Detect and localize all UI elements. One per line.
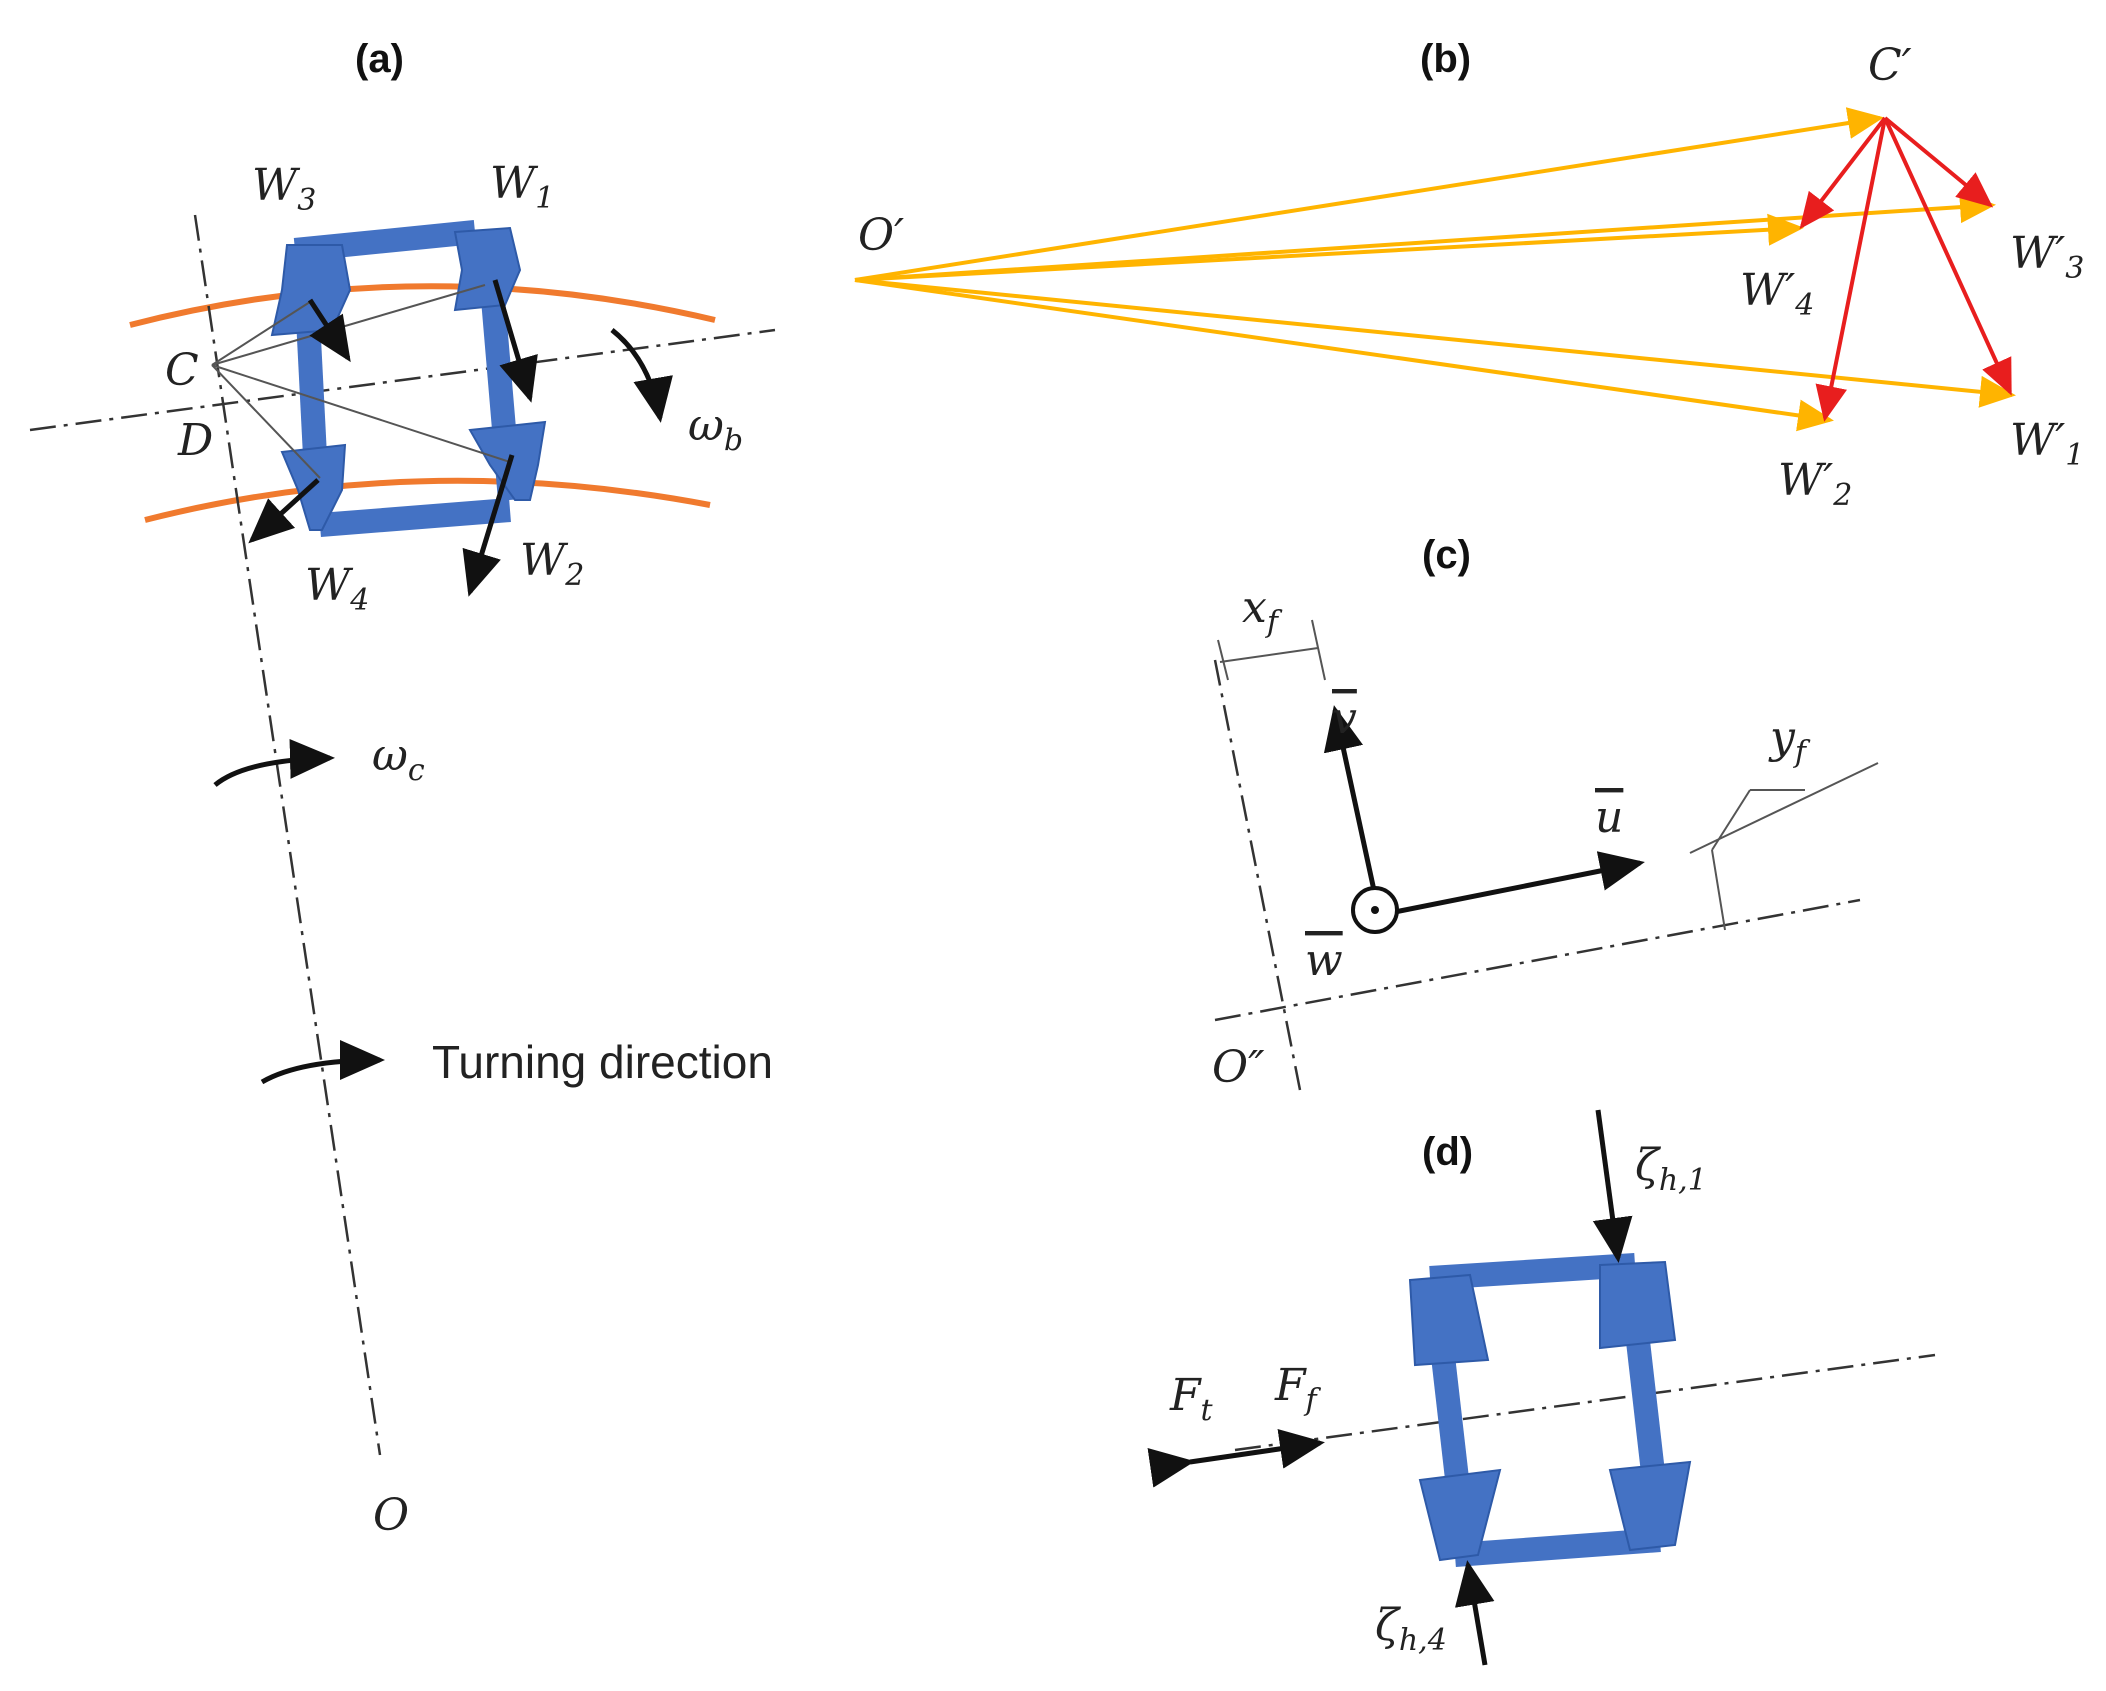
- gold-vector-w2: [854, 278, 1834, 432]
- label-ff: Ff: [1274, 1360, 1322, 1418]
- turning-direction-arrow: [260, 1040, 385, 1085]
- bogie-frame-d: [1408, 1253, 1692, 1567]
- velocity-arrow-w3: [307, 298, 351, 363]
- red-vector-w1: [1883, 117, 2012, 396]
- label-ft: Ft: [1169, 1370, 1214, 1428]
- label-w: w: [1305, 935, 1343, 986]
- panel-d: (d) ζh,1 ζh,4 Ft Ff: [1147, 1109, 1936, 1666]
- bogie-axis-d: [1234, 1353, 1936, 1452]
- zeta-h4-arrow: [1454, 1560, 1495, 1666]
- xf-extension-right: [1311, 619, 1326, 681]
- label-w3-prime: W′3: [2010, 228, 2084, 286]
- xf-extension-left: [1217, 639, 1229, 681]
- label-omega-b: ωb: [688, 400, 743, 458]
- ft-ff-arrow: [1147, 1428, 1325, 1488]
- yf-dimension-line: [1711, 849, 1726, 931]
- radial-axis-line: [193, 214, 382, 1456]
- label-u: u: [1595, 792, 1623, 843]
- red-vector-w2: [1815, 117, 1887, 422]
- wheel-d-rear-left: [1418, 1468, 1502, 1562]
- outer-rail: [129, 283, 716, 328]
- label-v: v: [1332, 693, 1357, 744]
- label-w4-prime: W′4: [1740, 265, 1814, 323]
- omega-c-arrow: [213, 738, 335, 787]
- label-w3: W3: [252, 160, 316, 218]
- red-vector-w3: [1883, 116, 1994, 208]
- label-omega-c: ωc: [372, 730, 425, 788]
- label-w4: W4: [305, 560, 369, 618]
- xf-dimension-line: [1219, 647, 1319, 663]
- v-axis-arrow: [1323, 705, 1378, 896]
- contact-rays: [211, 284, 511, 479]
- label-c-prime: C′: [1868, 40, 1912, 91]
- turning-direction-label: Turning direction: [432, 1036, 773, 1088]
- inner-rail: [144, 477, 711, 523]
- label-zeta-h4: ζh,4: [1375, 1600, 1447, 1658]
- velocity-arrow-w4: [248, 478, 320, 544]
- gold-vector-w1: [854, 278, 2016, 408]
- frame-vertical-axis: [1213, 659, 1302, 1091]
- w-axis-dot: [1371, 906, 1379, 914]
- label-w1: W1: [490, 158, 554, 216]
- panel-d-label: (d): [1422, 1130, 1473, 1174]
- omega-b-arrow: [610, 328, 673, 423]
- panel-b: (b) O′ C′ W′4 W′3 W′2 W′1: [854, 37, 2084, 513]
- wheel-d-front-left: [1408, 1273, 1490, 1367]
- label-point-c: C: [165, 345, 199, 396]
- wheel-w4: [280, 443, 347, 531]
- label-zeta-h1: ζh,1: [1635, 1140, 1707, 1198]
- label-w1-prime: W′1: [2010, 415, 2084, 473]
- u-axis-arrow: [1394, 851, 1645, 915]
- yf-extension-top: [1689, 762, 1879, 854]
- velocity-arrow-w2: [462, 454, 515, 597]
- velocity-arrow-w1: [492, 279, 538, 403]
- label-point-o: O: [373, 1490, 409, 1541]
- yf-leader: [1711, 789, 1751, 851]
- gold-vector-w3: [854, 191, 1996, 282]
- wheel-w1: [453, 226, 522, 312]
- label-origin-b: O′: [858, 210, 904, 261]
- frame-horizontal-axis: [1214, 898, 1861, 1022]
- label-w2-prime: W′2: [1778, 455, 1852, 513]
- wheel-d-rear-right: [1608, 1460, 1692, 1552]
- zeta-h1-arrow: [1592, 1109, 1633, 1263]
- panel-a: (a) W3 W1: [29, 37, 776, 1541]
- wheel-w3: [270, 244, 352, 337]
- bogie-longitudinal-axis: [29, 328, 776, 432]
- label-origin-c: O″: [1212, 1042, 1265, 1093]
- panel-b-label: (b): [1420, 37, 1471, 81]
- label-yf: yf: [1768, 712, 1811, 770]
- panel-c-label: (c): [1422, 533, 1471, 577]
- label-point-d: D: [177, 415, 213, 466]
- panel-a-label: (a): [355, 37, 404, 81]
- panel-c: (c) xf yf v u w O″: [1212, 533, 1879, 1093]
- red-vector-w4: [1799, 116, 1887, 230]
- gold-vector-c: [854, 107, 1884, 282]
- wheel-d-front-right: [1599, 1260, 1677, 1350]
- label-w2: W2: [520, 535, 584, 593]
- label-xf: xf: [1242, 582, 1283, 640]
